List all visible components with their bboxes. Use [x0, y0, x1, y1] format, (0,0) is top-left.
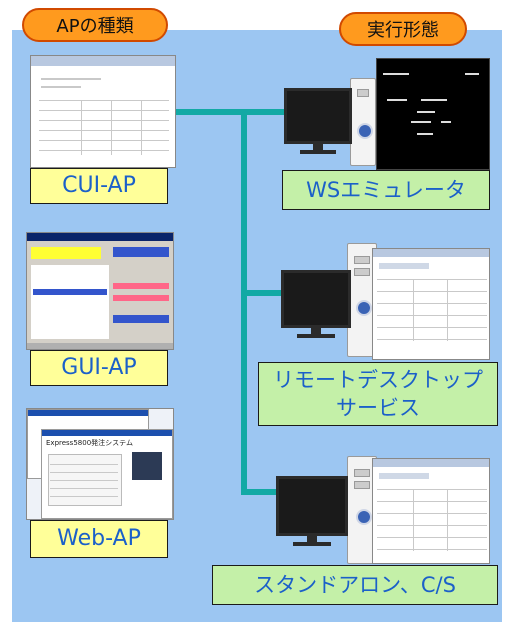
web-ap-title: Express5800発注システム	[46, 439, 133, 447]
cui-ap-screenshot	[30, 55, 176, 168]
remote-desktop-label-line2: サービス	[336, 396, 420, 420]
connector-branch-ws	[241, 109, 285, 115]
standalone-cs-label: スタンドアロン、C/S	[212, 565, 498, 605]
execution-forms-header: 実行形態	[339, 12, 467, 46]
ws-terminal-screenshot	[376, 58, 490, 170]
remote-desktop-label: リモートデスクトップ サービス	[258, 362, 498, 426]
connector-horizontal-main	[176, 109, 242, 115]
remote-app-screenshot	[372, 248, 490, 360]
cui-ap-label: CUI-AP	[30, 168, 168, 204]
ws-tower-pc	[350, 78, 376, 166]
connector-branch-standalone	[241, 489, 277, 495]
connector-vertical-trunk	[241, 109, 247, 495]
web-ap-screenshot: Express5800発注システム	[26, 408, 174, 520]
gui-ap-label: GUI-AP	[30, 350, 168, 386]
web-ap-label: Web-AP	[30, 520, 168, 558]
gui-ap-screenshot	[26, 232, 174, 350]
connector-branch-remote	[241, 290, 281, 296]
ap-types-header: APの種類	[22, 8, 168, 42]
ws-emulator-label: WSエミュレータ	[282, 170, 490, 210]
remote-desktop-label-line1: リモートデスクトップ	[273, 368, 483, 392]
standalone-app-screenshot	[372, 458, 490, 564]
